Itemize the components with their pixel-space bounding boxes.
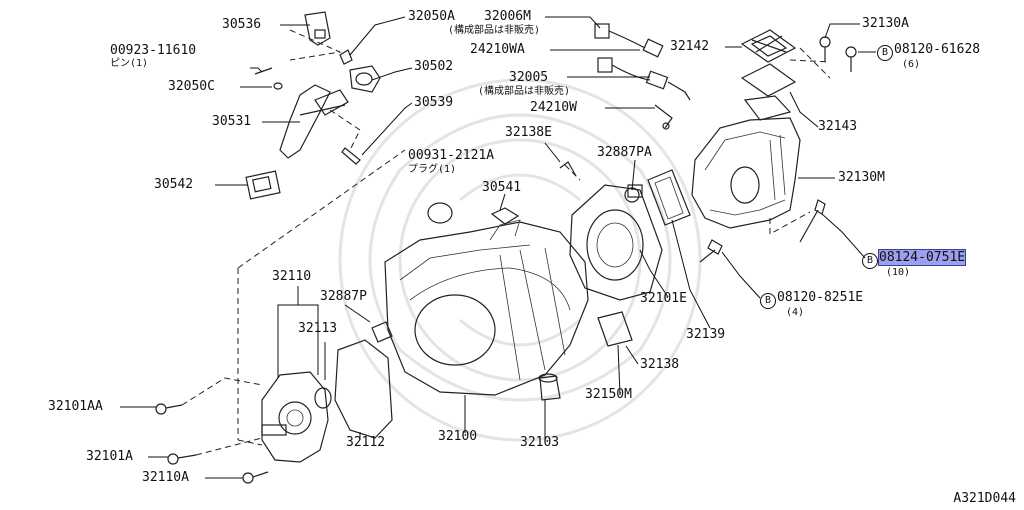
label-32138: 32138	[640, 357, 680, 372]
label-32110A: 32110A	[142, 470, 189, 485]
qty-08120-8251E: (4)	[786, 307, 805, 318]
label-32130M: 32130M	[838, 170, 885, 185]
label-32139: 32139	[686, 327, 726, 342]
label-32006M: 32006M	[484, 9, 531, 24]
label-32150M: 32150M	[585, 387, 632, 402]
leader-lines	[120, 16, 876, 479]
label-32112: 32112	[346, 435, 386, 450]
bolt-symbol: B	[877, 45, 893, 61]
shift-fork-assembly	[245, 11, 381, 200]
sub-00931-2121A: プラグ(1)	[408, 164, 457, 175]
label-32110: 32110	[272, 269, 312, 284]
sensor-harness	[594, 23, 691, 130]
label-32103: 32103	[520, 435, 560, 450]
bolt-symbol: B	[760, 293, 776, 309]
qty-08120-61628: (6)	[902, 59, 921, 70]
note-32006M: (構成部品は非販売)	[448, 25, 541, 36]
label-32005: 32005	[509, 70, 549, 85]
housing-bolts	[699, 199, 826, 263]
front-cover	[261, 321, 393, 463]
label-30536: 30536	[222, 17, 262, 32]
label-32101E: 32101E	[640, 291, 687, 306]
label-24210WA: 24210WA	[470, 42, 525, 57]
label-32050C: 32050C	[168, 79, 215, 94]
label-30542: 30542	[154, 177, 194, 192]
label-24210W: 24210W	[530, 100, 577, 115]
rear-cover-components	[740, 29, 857, 97]
label-32130A: 32130A	[862, 16, 909, 31]
label-32887PA: 32887PA	[597, 145, 652, 160]
assembly-guides	[181, 149, 581, 456]
adapter-plate-and-gaskets	[559, 161, 691, 301]
diagram-code: A321D044	[953, 491, 1016, 506]
main-transmission-case	[384, 202, 633, 401]
front-bolts	[155, 403, 269, 484]
qty-08124-0751E: (10)	[886, 267, 911, 278]
label-32100: 32100	[438, 429, 478, 444]
label-32143: 32143	[818, 119, 858, 134]
label-32887P: 32887P	[320, 289, 367, 304]
label-32142: 32142	[670, 39, 710, 54]
label-30502: 30502	[414, 59, 454, 74]
label-32101AA: 32101AA	[48, 399, 103, 414]
label-00923-11610: 00923-11610	[110, 43, 197, 58]
highlighted-part-number[interactable]: 08124-0751E	[877, 249, 967, 266]
bolt-symbol: B	[862, 253, 878, 269]
label-32050A: 32050A	[408, 9, 455, 24]
sub-00923-11610: ピン(1)	[110, 58, 149, 69]
label-30541: 30541	[482, 180, 522, 195]
note-32005: (構成部品は非販売)	[478, 86, 571, 97]
label-30531: 30531	[212, 114, 252, 129]
label-32101A: 32101A	[86, 449, 133, 464]
label-32113: 32113	[298, 321, 338, 336]
label-30539: 30539	[414, 95, 454, 110]
rear-extension-housing	[691, 95, 811, 235]
label-32138E: 32138E	[505, 125, 552, 140]
label-00931-2121A: 00931-2121A	[408, 148, 495, 163]
